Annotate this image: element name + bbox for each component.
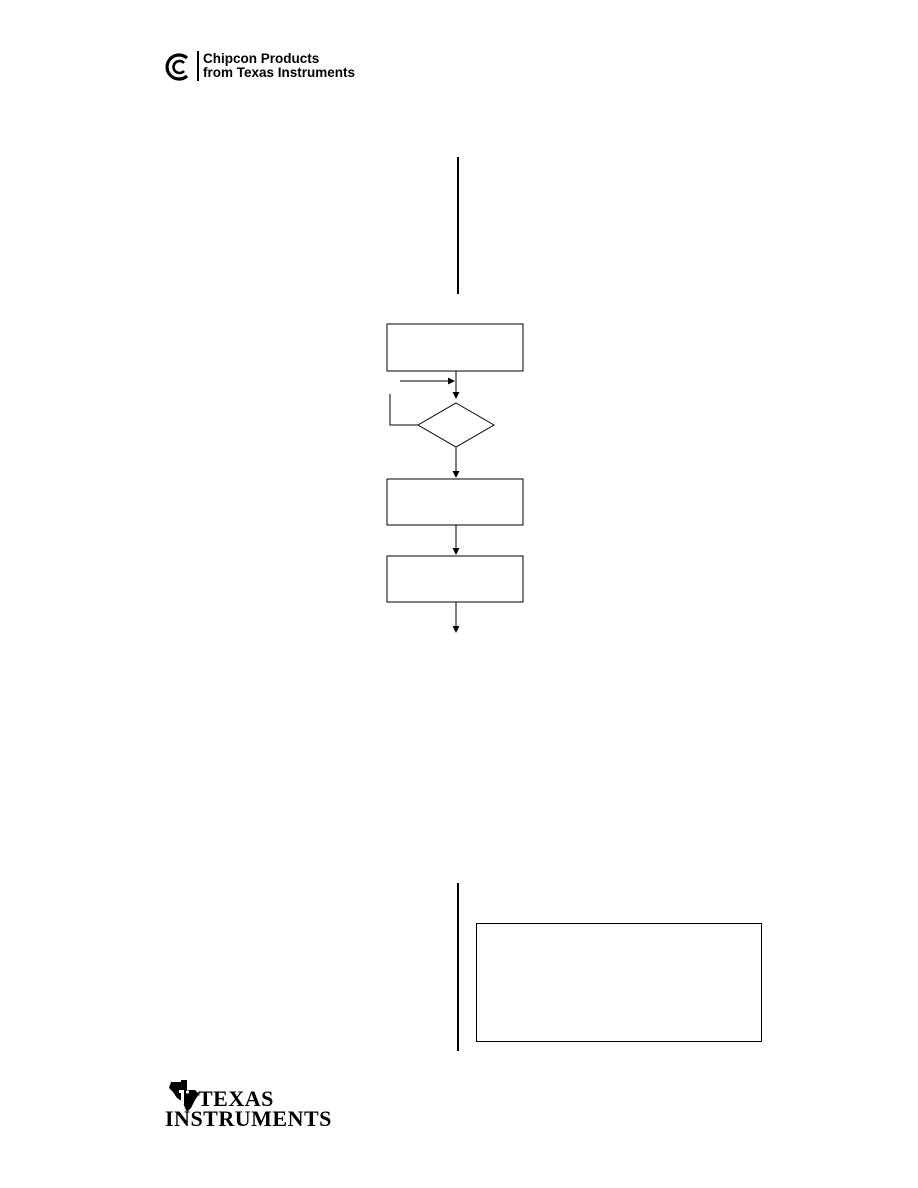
change-bar-top — [457, 157, 459, 294]
logo-line-2: from Texas Instruments — [203, 65, 356, 80]
chipcon-c-icon — [165, 53, 189, 81]
logo-divider — [197, 51, 199, 81]
change-bar-bottom — [457, 883, 459, 1051]
flow-loop-line — [389, 394, 418, 426]
ti-logo: TEXAS INSTRUMENTS — [163, 1078, 331, 1134]
logo-line-1: Chipcon Products — [203, 51, 320, 66]
flowchart — [386, 323, 524, 633]
flow-decision — [417, 402, 495, 448]
flow-box-2 — [386, 478, 524, 526]
ti-logo-word-1: TEXAS — [198, 1086, 274, 1111]
chipcon-logo: Chipcon Products from Texas Instruments — [163, 49, 378, 83]
note-box — [476, 923, 762, 1042]
ti-logo-word-2: INSTRUMENTS — [165, 1106, 332, 1131]
ti-state-icon — [169, 1080, 199, 1112]
flow-box-3 — [386, 555, 524, 603]
flow-box-1 — [386, 323, 524, 372]
